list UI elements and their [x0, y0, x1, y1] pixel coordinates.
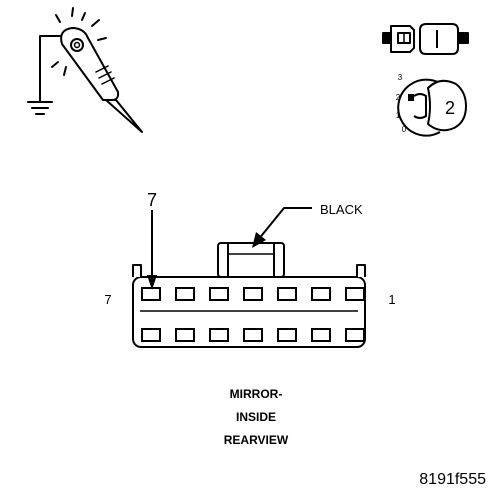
ignition-position-2: 2: [396, 93, 401, 102]
ignition-position-0: 0: [402, 125, 407, 134]
top-cavity-4: [243, 287, 263, 301]
bottom-cavity-1: [345, 328, 365, 342]
bottom-cavity-5: [209, 328, 229, 342]
connector-cavities-bottom: [141, 328, 365, 342]
top-cavity-6: [175, 287, 195, 301]
caption-line-3: REARVIEW: [224, 433, 289, 447]
connector-cavities-top: [141, 287, 365, 301]
cavity-pointer-arrow: [147, 210, 157, 290]
top-cavity-3: [277, 287, 297, 301]
ignition-position-1: 1: [396, 111, 401, 120]
caption-line-2: INSIDE: [236, 410, 276, 424]
top-cavity-5: [209, 287, 229, 301]
left-pin-label: 7: [104, 292, 111, 307]
ground-lead: [39, 35, 71, 103]
light-rays: [51, 7, 107, 76]
connector-color-label: BLACK: [320, 202, 363, 217]
probe-body: [60, 27, 120, 101]
ignition-key: [427, 79, 467, 132]
bottom-cavity-4: [243, 328, 263, 342]
ignition-key-position: 2: [445, 98, 455, 118]
top-cavity-2: [311, 287, 331, 301]
top-cavity-7: [141, 287, 161, 301]
ground-symbol-icon: [27, 101, 53, 115]
bottom-cavity-3: [277, 328, 297, 342]
caption-line-1: MIRROR-: [230, 387, 283, 401]
color-callout-leader: [252, 207, 312, 248]
bottom-cavity-6: [175, 328, 195, 342]
top-cavity-1: [345, 287, 365, 301]
probe-tip: [105, 99, 143, 133]
ignition-position-3: 3: [398, 73, 403, 82]
right-pin-label: 1: [388, 292, 395, 307]
pointer-cavity-label: 7: [147, 190, 157, 210]
disconnect-connector-icon: [382, 23, 469, 55]
bulb: [70, 38, 84, 52]
figure-id: 8191f555: [419, 471, 486, 488]
test-light-probe-icon: [27, 7, 143, 133]
ignition-switch-icon: 2 3 2 1 0: [396, 73, 467, 137]
bottom-cavity-2: [311, 328, 331, 342]
bottom-cavity-7: [141, 328, 161, 342]
